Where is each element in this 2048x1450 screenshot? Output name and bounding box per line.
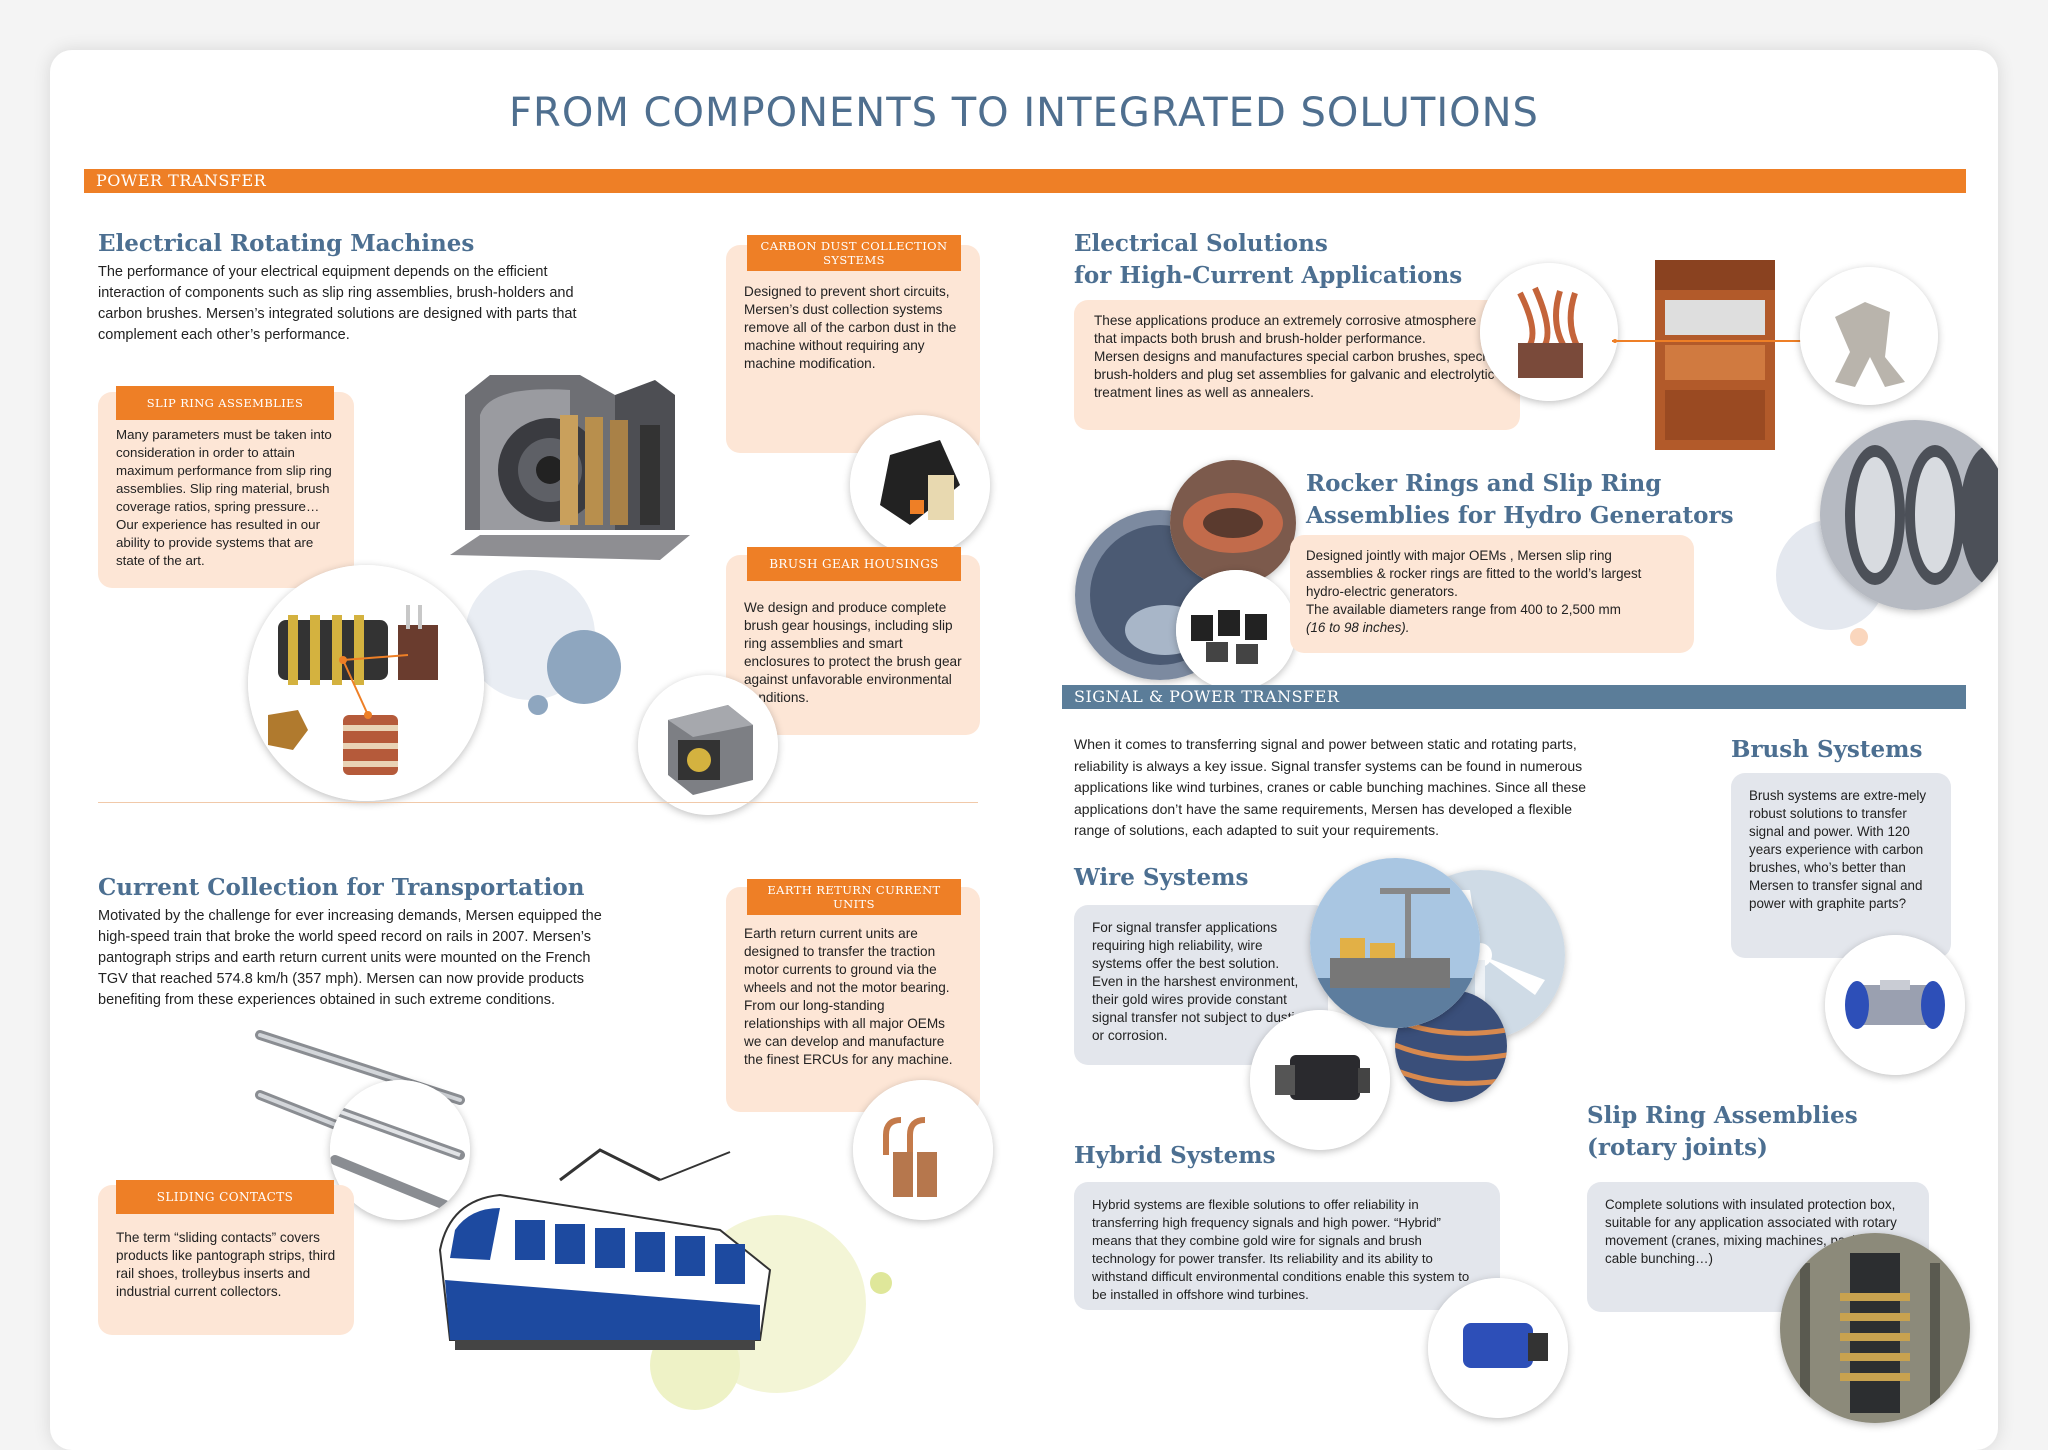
- brush-gear-tag: BRUSH GEAR HOUSINGS: [747, 547, 961, 581]
- high-current-text-2: Mersen designs and manufactures special …: [1094, 349, 1500, 400]
- slip-ring-rotary-heading-line1: Slip Ring Assemblies: [1587, 1102, 1858, 1129]
- decor-bubble: [547, 630, 621, 704]
- slip-ring-products-photo: [248, 565, 484, 801]
- page-title: FROM COMPONENTS TO INTEGRATED SOLUTIONS: [509, 90, 1539, 136]
- signal-intro-text: When it comes to transferring signal and…: [1074, 736, 1587, 839]
- section-divider: [98, 802, 978, 803]
- wire-system-product-photo: [1250, 1010, 1390, 1150]
- slip-rings-photo: [1820, 420, 1998, 610]
- electrical-rotating-machines-heading: Electrical Rotating Machines: [98, 230, 475, 257]
- high-current-heading-line1: Electrical Solutions: [1074, 230, 1328, 257]
- electrical-rotating-machines-text: The performance of your electrical equip…: [98, 264, 577, 343]
- rocker-rings-box: Designed jointly with major OEMs , Merse…: [1290, 535, 1694, 653]
- dust-collection-photo: [850, 415, 990, 555]
- brush-systems-text: Brush systems are extre-mely robust solu…: [1749, 788, 1927, 911]
- hybrid-systems-text: Hybrid systems are flexible solutions to…: [1092, 1197, 1470, 1302]
- brush-gear-box: We design and produce complete brush gea…: [726, 555, 980, 735]
- tram-illustration: [430, 1140, 790, 1380]
- wire-systems-text: For signal transfer applications requiri…: [1092, 920, 1310, 1043]
- hybrid-system-product-photo: [1428, 1278, 1568, 1418]
- slip-ring-rotary-heading-line2: (rotary joints): [1587, 1134, 1768, 1161]
- carbon-brush-photo: [1480, 263, 1618, 401]
- slip-ring-assemblies-text: Many parameters must be taken into consi…: [116, 427, 332, 568]
- power-transfer-bar: POWER TRANSFER: [84, 169, 1966, 193]
- plug-set-assembly-photo: [1650, 250, 1780, 460]
- slip-ring-assemblies-tag: SLIP RING ASSEMBLIES: [116, 386, 334, 420]
- brush-system-product-photo: [1825, 935, 1965, 1075]
- slip-ring-assemblies-box: Many parameters must be taken into consi…: [98, 392, 354, 588]
- decor-bubble: [870, 1272, 892, 1294]
- brush-systems-box: Brush systems are extre-mely robust solu…: [1731, 773, 1951, 958]
- hybrid-systems-box: Hybrid systems are flexible solutions to…: [1074, 1182, 1500, 1310]
- brochure-page: FROM COMPONENTS TO INTEGRATED SOLUTIONS …: [50, 50, 1998, 1450]
- port-crane-photo: [1310, 858, 1480, 1028]
- rotary-joint-photo: [1780, 1233, 1970, 1423]
- sliding-contacts-tag: SLIDING CONTACTS: [116, 1180, 334, 1214]
- brush-holders-photo: [1176, 570, 1296, 690]
- earth-return-tag: EARTH RETURN CURRENT UNITS: [747, 879, 961, 915]
- earth-return-text: Earth return current units are designed …: [744, 926, 953, 1067]
- sliding-contacts-text: The term “sliding contacts” covers produ…: [116, 1230, 336, 1299]
- high-current-heading-line2: for High-Current Applications: [1074, 262, 1463, 289]
- current-collection-text: Motivated by the challenge for ever incr…: [98, 908, 602, 1008]
- hybrid-systems-heading: Hybrid Systems: [1074, 1142, 1276, 1169]
- rocker-ring-photo: [1170, 460, 1296, 586]
- decor-bubble: [1850, 628, 1868, 646]
- rocker-rings-text-2: The available diameters range from 400 t…: [1306, 602, 1621, 617]
- brush-gear-text: We design and produce complete brush gea…: [744, 600, 962, 705]
- carbon-dust-tag: CARBON DUST COLLECTION SYSTEMS: [747, 235, 961, 271]
- decor-bubble: [528, 695, 548, 715]
- high-current-text-1: These applications produce an extremely …: [1094, 313, 1477, 346]
- brush-holder-photo: [1800, 267, 1938, 405]
- carbon-dust-text: Designed to prevent short circuits, Mers…: [744, 284, 957, 371]
- brush-systems-heading: Brush Systems: [1731, 736, 1923, 763]
- brush-gear-housing-photo: [638, 675, 778, 815]
- wire-systems-heading: Wire Systems: [1074, 864, 1249, 891]
- rocker-rings-heading-line1: Rocker Rings and Slip Ring: [1306, 470, 1662, 497]
- signal-power-transfer-bar: SIGNAL & POWER TRANSFER: [1062, 685, 1966, 709]
- earth-return-box: Earth return current units are designed …: [726, 887, 980, 1112]
- high-current-box: These applications produce an extremely …: [1074, 300, 1520, 430]
- rotating-machine-illustration: [440, 355, 700, 575]
- rocker-rings-text-3: (16 to 98 inches).: [1306, 620, 1410, 635]
- gold-wire-photo: [1395, 990, 1507, 1102]
- earth-return-unit-photo: [853, 1080, 993, 1220]
- rocker-rings-heading-line2: Assemblies for Hydro Generators: [1306, 502, 1734, 529]
- current-collection-heading: Current Collection for Transportation: [98, 874, 585, 901]
- rocker-rings-text-1: Designed jointly with major OEMs , Merse…: [1306, 548, 1642, 599]
- slip-ring-rotary-text: Complete solutions with insulated protec…: [1605, 1197, 1897, 1266]
